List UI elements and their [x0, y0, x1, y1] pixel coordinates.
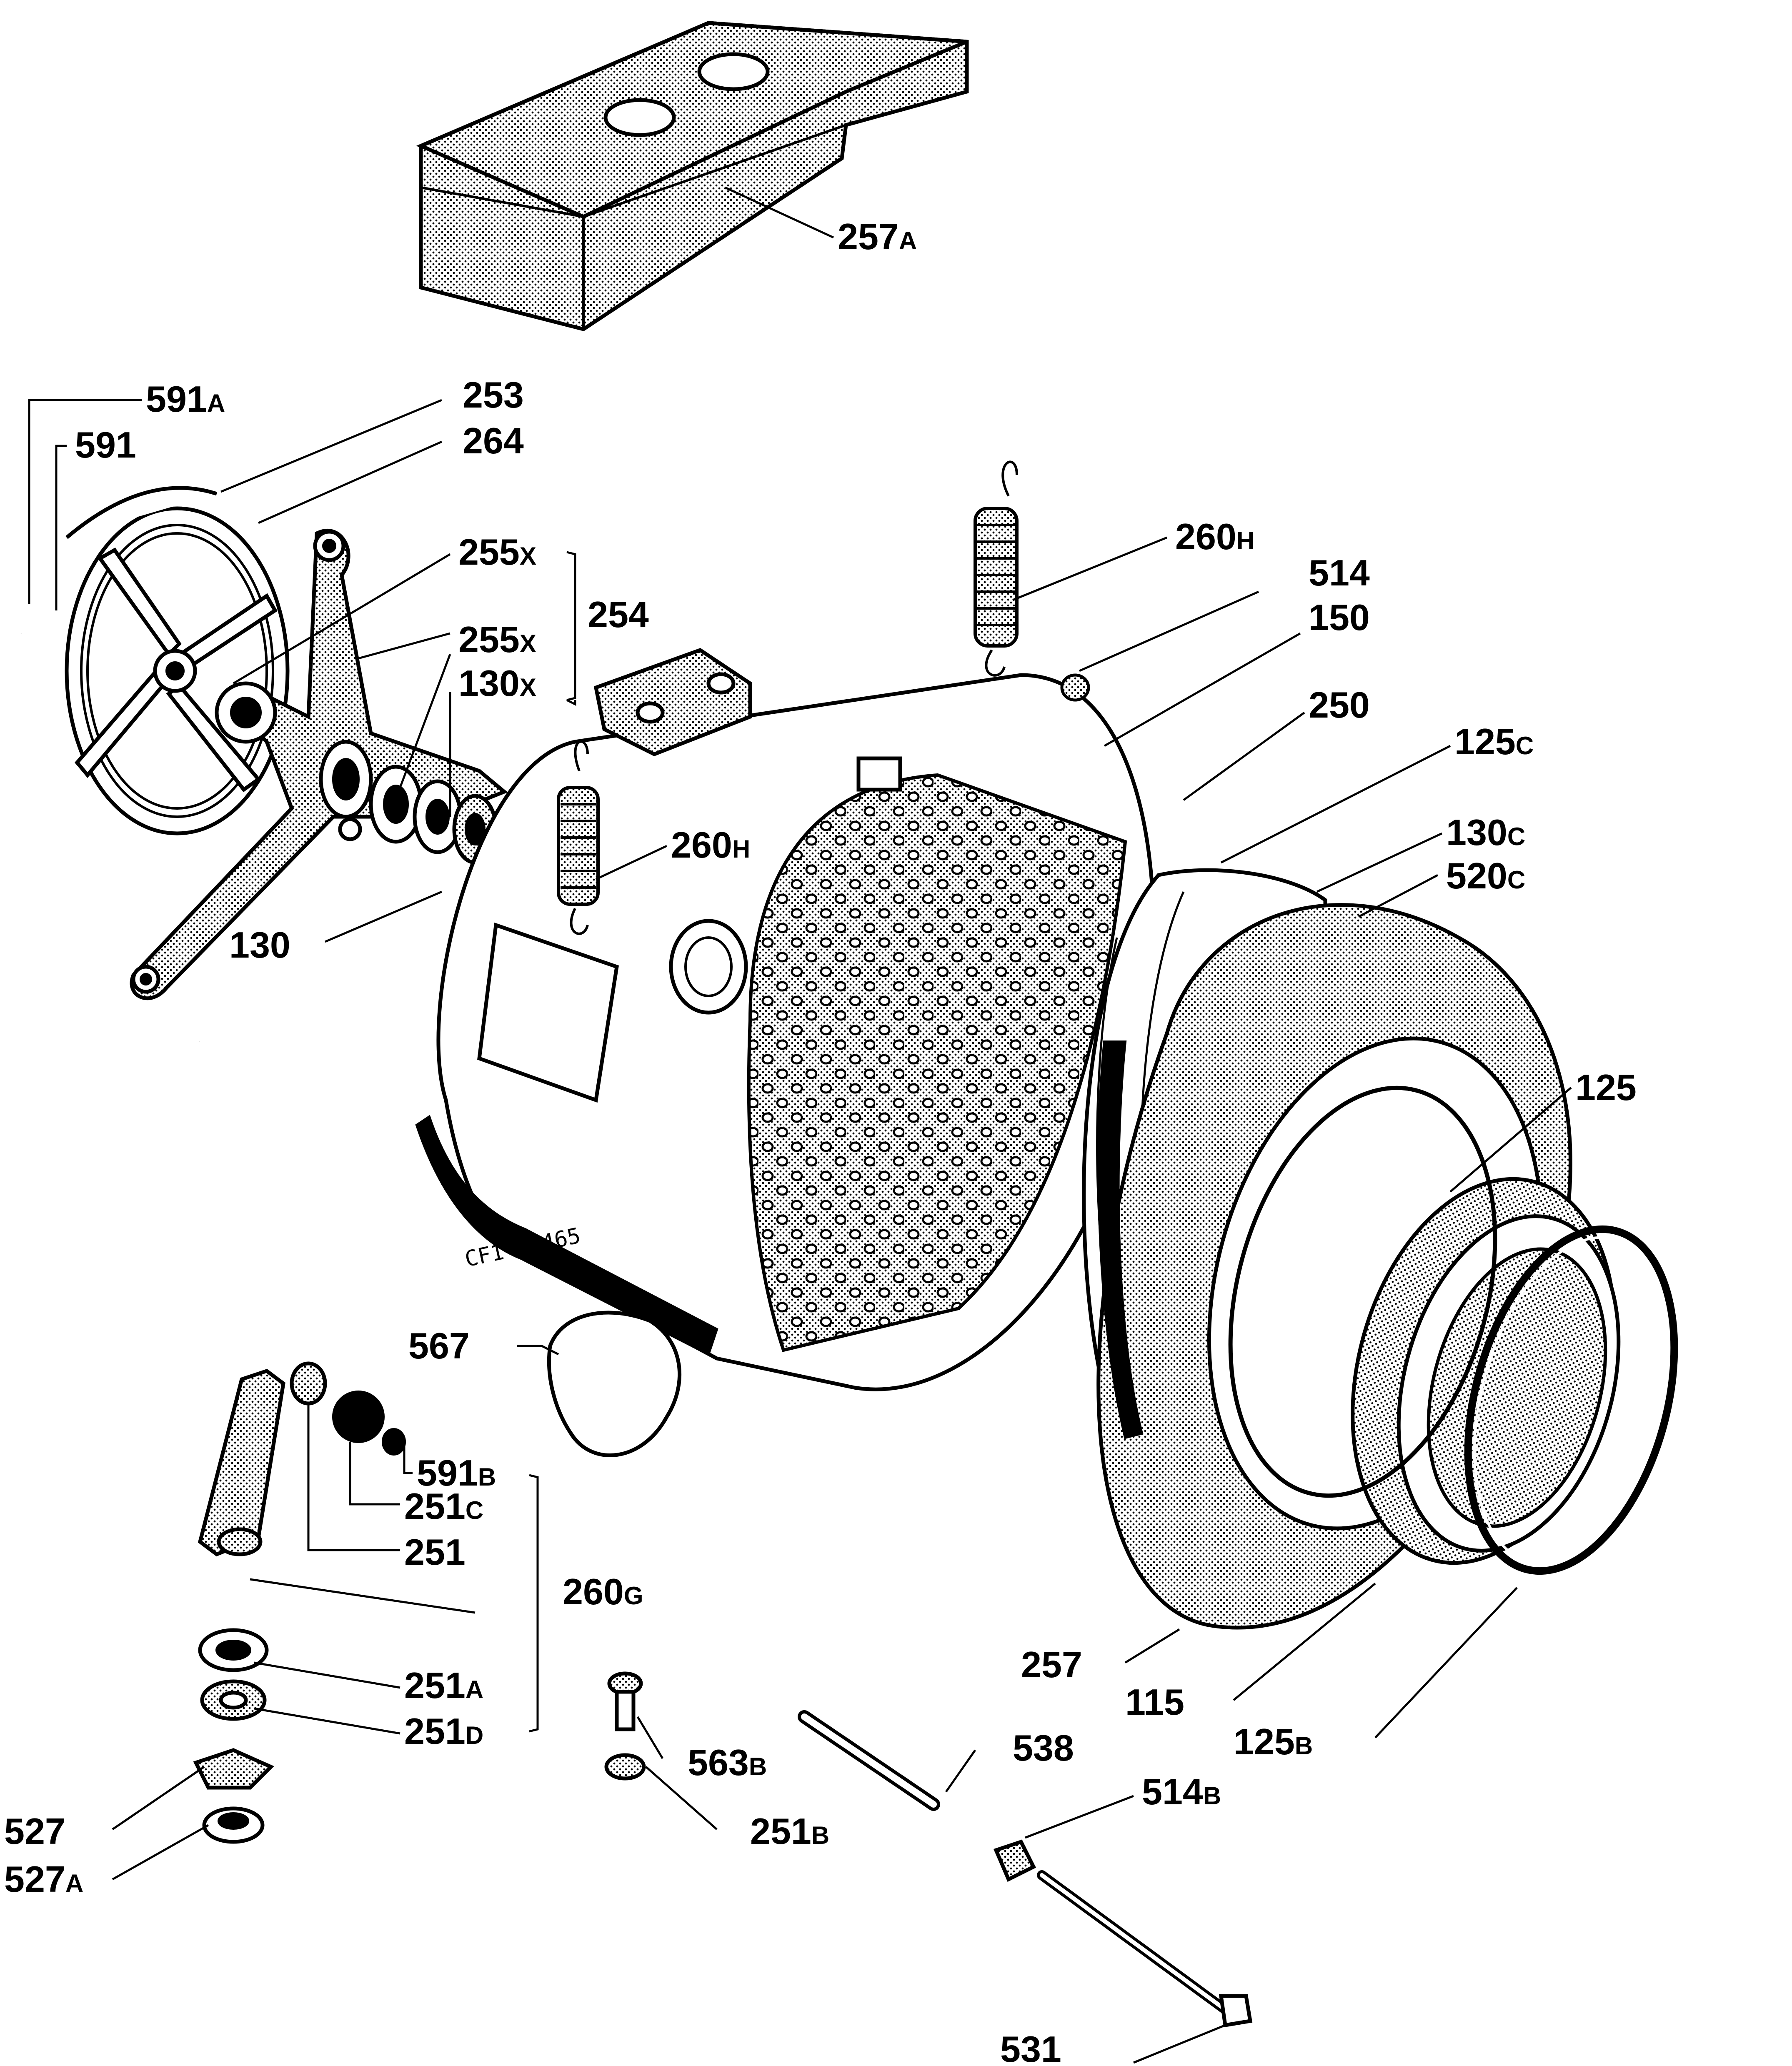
counterweight-top	[416, 21, 969, 331]
callout-514b: 514B	[1142, 1771, 1221, 1812]
callout-125c: 125C	[1454, 721, 1534, 762]
bolt-563b	[607, 1671, 643, 1731]
callout-264: 264	[463, 420, 524, 461]
callout-591a: 591A	[146, 378, 225, 420]
callout-251: 251	[404, 1531, 466, 1573]
callout-150: 150	[1309, 597, 1370, 638]
callout-531: 531	[1000, 2028, 1061, 2066]
door-gasket	[1351, 1177, 1621, 1565]
drive-pulley	[65, 506, 290, 835]
callout-115: 115	[1125, 1681, 1184, 1723]
callout-591: 591	[75, 424, 136, 465]
callout-125b: 125B	[1234, 1721, 1313, 1762]
callout-591b: 591B	[417, 1452, 496, 1493]
callout-251d: 251D	[404, 1711, 483, 1752]
tub-spring-upper	[974, 460, 1019, 677]
callout-130c: 130C	[1446, 812, 1525, 853]
callout-520c: 520C	[1446, 855, 1525, 896]
callout-538: 538	[1013, 1727, 1074, 1768]
callout-255x-upper: 255X	[458, 531, 536, 573]
callout-255x-lower: 255X	[458, 619, 536, 660]
callout-125: 125	[1575, 1067, 1637, 1108]
callout-labels: 257A 591A 253 591 264 255X 254 255X 130X…	[4, 216, 1637, 2066]
bolt-531	[1037, 1870, 1253, 2028]
shock-absorber	[193, 1361, 406, 1844]
outer-tub	[415, 648, 1156, 1391]
callout-257a: 257A	[838, 216, 917, 257]
leader-lines	[28, 186, 1572, 2064]
callout-251a: 251A	[404, 1665, 483, 1706]
tub-spring-lower	[557, 740, 600, 935]
drive-belt	[18, 486, 218, 1115]
plug-514	[1060, 673, 1090, 702]
callout-563b: 563B	[688, 1742, 767, 1783]
callout-251c: 251C	[404, 1486, 483, 1527]
callout-251b: 251B	[750, 1811, 829, 1852]
callout-260h-upper: 260H	[1175, 516, 1254, 557]
tub-bracket-567	[547, 1311, 682, 1457]
callout-254: 254	[588, 594, 649, 635]
callout-253: 253	[463, 374, 524, 415]
washer-251b	[604, 1753, 646, 1781]
callout-260g: 260G	[563, 1571, 643, 1612]
callout-130x: 130X	[458, 663, 536, 704]
callout-514: 514	[1309, 552, 1370, 593]
rod-538	[798, 1710, 940, 1811]
callout-527a: 527A	[4, 1858, 83, 1900]
callout-567: 567	[408, 1325, 470, 1366]
callout-257: 257	[1021, 1644, 1082, 1685]
callout-250: 250	[1309, 684, 1370, 725]
callout-130: 130	[229, 924, 290, 965]
gasket-clamp-ring	[1228, 1086, 1678, 1575]
nut-514b	[993, 1839, 1036, 1882]
callout-527: 527	[4, 1811, 65, 1852]
callout-260h-lower: 260H	[671, 824, 750, 865]
